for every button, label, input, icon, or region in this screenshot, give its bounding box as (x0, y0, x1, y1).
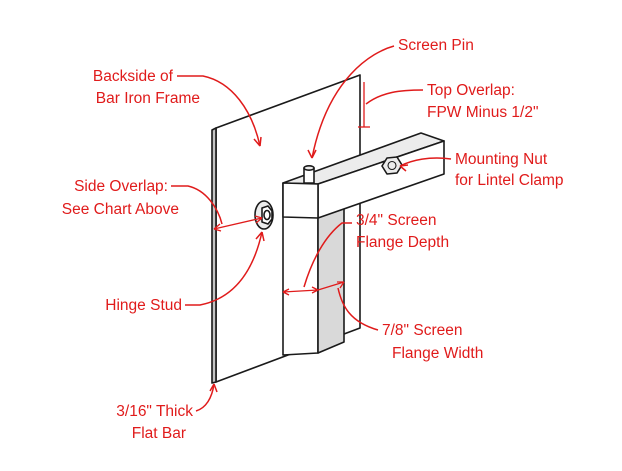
label-side-overlap-1: Side Overlap: (74, 178, 168, 195)
screen-pin (303, 165, 315, 184)
label-mounting-nut-2: for Lintel Clamp (455, 172, 564, 189)
dim-side-overlap-arrow-r (254, 215, 263, 224)
label-flange-width-1: 7/8" Screen (382, 322, 462, 339)
label-flange-depth-1: 3/4" Screen (356, 212, 436, 229)
arrow-screen-pin (307, 149, 317, 159)
dim-flange-depth (282, 289, 319, 293)
label-screen-pin: Screen Pin (398, 37, 474, 54)
dim-side-overlap-arrow-l (213, 223, 222, 232)
leader-top-overlap (365, 89, 424, 105)
hinge-stud (254, 200, 274, 230)
leader-screen-pin (311, 45, 395, 159)
dim-flange-depth-arrow-l (282, 288, 290, 296)
dim-flange-width-arrow (337, 281, 345, 289)
dim-side-overlap (213, 217, 263, 230)
label-backside-1: Backside of (93, 68, 174, 85)
label-thickness-1: 3/16" Thick (116, 403, 193, 420)
dim-flange-width (317, 281, 345, 291)
mounting-nut-hole (387, 160, 397, 171)
leader-thickness (195, 383, 215, 412)
screen-pin-top (303, 165, 315, 172)
leader-flange-width (337, 287, 379, 331)
label-top-overlap-2: FPW Minus 1/2" (427, 104, 538, 121)
arm-left-face (282, 182, 319, 219)
leader-hinge-stud (185, 231, 263, 306)
arrow-mounting-nut (399, 164, 409, 172)
leader-side-overlap (171, 185, 223, 225)
label-hinge-stud: Hinge Stud (105, 297, 182, 314)
arrow-thickness (209, 383, 218, 393)
dim-flange-depth-arrow-r (311, 286, 319, 294)
leader-flange-depth (303, 222, 352, 288)
leader-backside (177, 75, 261, 147)
label-flange-width-2: Flange Width (392, 345, 483, 362)
label-flange-depth-2: Flange Depth (356, 234, 449, 251)
hinge-stud-end (263, 209, 271, 221)
label-mounting-nut-1: Mounting Nut (455, 151, 548, 168)
arrow-backside (253, 136, 262, 147)
label-thickness-2: Flat Bar (132, 425, 186, 442)
label-backside-2: Bar Iron Frame (96, 90, 200, 107)
leader-mounting-nut (399, 157, 452, 167)
label-top-overlap-1: Top Overlap: (427, 82, 515, 99)
frame-plate-edge (211, 127, 217, 384)
arrow-hinge-stud (255, 231, 265, 242)
label-side-overlap-2: See Chart Above (62, 201, 179, 218)
